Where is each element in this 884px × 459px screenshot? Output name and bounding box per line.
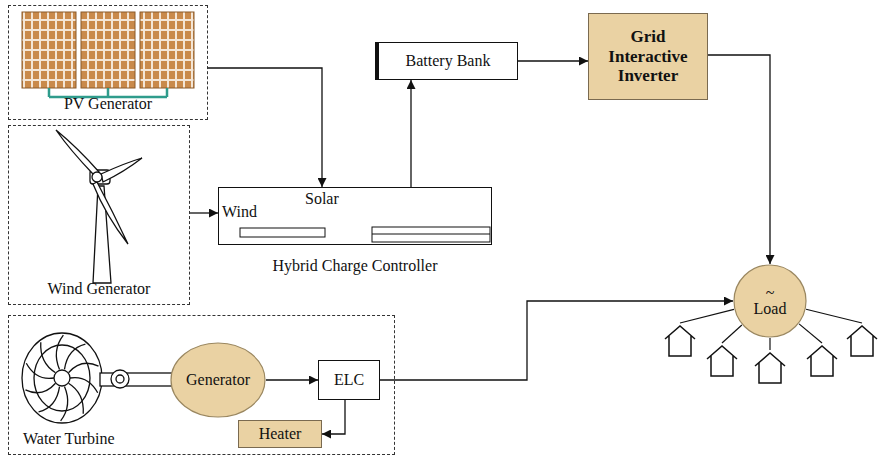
turbine-vane	[41, 342, 56, 372]
node-label: Battery Bank	[406, 52, 491, 70]
house-icon	[665, 326, 695, 356]
connector-arrow	[410, 80, 411, 187]
house-icon	[755, 353, 785, 383]
node-label: Hybrid Charge Controller	[272, 257, 437, 275]
heater-box: Heater	[238, 420, 322, 448]
shaft-coupling	[116, 375, 124, 383]
turbine-vane	[70, 378, 98, 393]
node-label: Load	[754, 301, 787, 317]
turbine-hub	[92, 172, 102, 182]
solar-panel	[81, 12, 135, 88]
house-icon	[707, 346, 737, 376]
battery-box: Battery Bank	[375, 42, 518, 80]
node-label: Wind Generator	[48, 280, 151, 298]
turbine-vanes	[25, 335, 98, 421]
node-label: Water Turbine	[23, 430, 115, 448]
turbine-vane	[68, 383, 83, 413]
generator-circle-outline	[171, 343, 265, 417]
load-circle-outline	[734, 265, 806, 337]
turbine-hub	[54, 370, 70, 386]
turbine-vane	[68, 363, 98, 372]
inverter-box: Grid Interactive Inverter	[588, 13, 708, 100]
turbine-blade	[56, 130, 99, 174]
controller-slot	[372, 227, 490, 242]
controller-slot	[240, 228, 325, 237]
node-label: Grid Interactive Inverter	[597, 27, 699, 86]
node-label: Heater	[259, 425, 302, 443]
node-label: Generator	[186, 371, 250, 389]
connector-arrow	[380, 301, 733, 380]
house-icon	[847, 326, 877, 356]
turbine-vane	[56, 335, 63, 369]
group-box: Wind Generator	[8, 125, 190, 305]
node-label: PV Generator	[64, 95, 152, 113]
distribution-line	[680, 309, 734, 323]
node-label: Wind	[222, 203, 257, 221]
solar-panel	[140, 12, 194, 88]
house-icon	[807, 346, 837, 376]
water-turbine	[22, 333, 172, 423]
connector-arrow	[190, 212, 218, 213]
elc-box: ELC	[318, 360, 380, 400]
connector-arrow	[708, 55, 770, 264]
turbine-blade	[93, 182, 128, 244]
turbine-vane	[39, 387, 60, 412]
connector-arrow	[208, 68, 322, 187]
load-circle: ~Load	[733, 264, 807, 338]
solar-panels	[22, 12, 194, 97]
shaft-coupling	[111, 370, 129, 388]
connector-arrow	[322, 400, 345, 434]
turbine-vane	[64, 344, 85, 369]
turbine-blade	[101, 158, 142, 182]
connector-arrow	[518, 60, 588, 61]
controller-slot	[372, 234, 490, 235]
node-label: Solar	[305, 190, 339, 208]
node-label: ELC	[334, 371, 364, 389]
solar-panel	[22, 12, 76, 88]
distribution-line	[806, 309, 862, 323]
group-box: Water Turbine Generator ELC Heater	[8, 315, 395, 455]
distribution-line	[769, 338, 770, 350]
controller-box: SolarWindHybrid Charge Controller	[218, 187, 492, 245]
distribution-line	[722, 325, 742, 343]
turbine-runner	[22, 333, 102, 423]
node-label: ~	[766, 285, 775, 301]
generator-circle: Generator	[170, 342, 266, 418]
wind-turbine	[56, 130, 142, 283]
distribution-line	[799, 324, 822, 343]
connector-arrow	[266, 379, 318, 380]
turbine-vane	[61, 387, 68, 421]
turbine-vane	[26, 363, 54, 378]
group-box: PV Generator	[8, 5, 208, 120]
turbine-vane	[25, 383, 55, 392]
controller-panels	[240, 227, 490, 242]
